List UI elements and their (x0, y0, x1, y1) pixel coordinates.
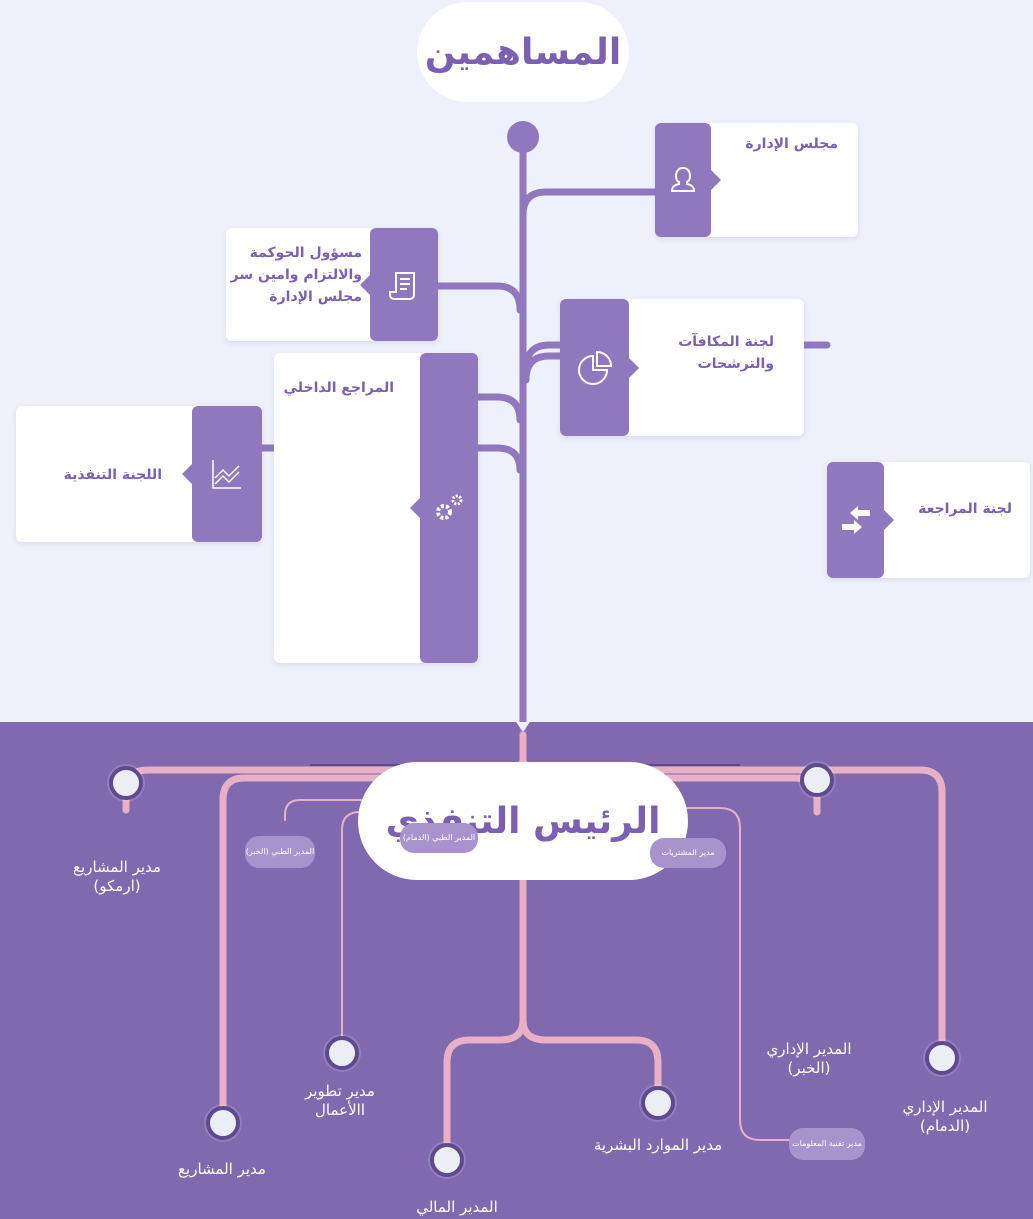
manager-admin-dammam: المدير الإداري (الدمام) (902, 1098, 988, 1135)
board-card[interactable]: مجلس الإدارة (655, 123, 858, 237)
board-label: مجلس الإدارة (745, 136, 838, 152)
manager-admin-khobar: المدير الإداري (الخبر) (766, 1040, 852, 1077)
internal-auditor-card[interactable]: المراجع الداخلي (274, 353, 478, 663)
board-icon-tab (655, 123, 721, 237)
chip-medical-khobar: المدير الطبي (الخبر) (245, 836, 315, 868)
remuneration-card[interactable]: لجنة المكافآت والترشحات (560, 299, 804, 436)
node-hr (641, 1086, 675, 1120)
governance-icon-tab (360, 228, 438, 341)
chip-procurement: مدير المشتريات (650, 838, 726, 868)
exchange-arrows-icon (841, 506, 870, 534)
audit-label: لجنة المراجعة (918, 501, 1012, 517)
internal-auditor-icon-tab (410, 353, 478, 663)
node-finance (430, 1143, 464, 1177)
upper-section (0, 0, 1033, 722)
remuneration-label: لجنة المكافآت والترشحات (678, 334, 774, 372)
manager-business-dev: مدير تطوير االأعمال (305, 1082, 375, 1119)
node-business-dev (325, 1036, 359, 1070)
executive-card[interactable]: اللجنة التنفذية (16, 406, 262, 542)
ceo-pill: الرئيس التنفذي (358, 762, 688, 880)
chip-medical-dammam: المدير الطبي (الدمام) (400, 823, 478, 853)
chip-it: مدير تقنية المعلومات (789, 1128, 865, 1160)
manager-projects: مدير المشاريع (178, 1160, 266, 1178)
node-admin-dammam (925, 1041, 959, 1075)
node-projects-armco (109, 766, 143, 800)
audit-icon-tab (827, 462, 894, 578)
manager-hr: مدير الموارد البشرية (593, 1136, 723, 1154)
gears-icon (436, 494, 463, 520)
line-chart-icon (212, 460, 241, 489)
executive-icon-tab (182, 406, 262, 542)
audit-card[interactable]: لجنة المراجعة (827, 462, 1030, 578)
governance-card[interactable]: مسؤول الحوكمة والالتزام وامين سر مجلس ال… (226, 228, 438, 341)
scroll-icon (389, 271, 415, 300)
pie-chart-icon (577, 350, 612, 385)
node-admin-khobar (800, 763, 834, 797)
manager-projects-armco: مدير المشاريع (ارمكو) (73, 858, 161, 895)
internal-auditor-label: المراجع الداخلي (283, 380, 394, 396)
remuneration-icon-tab (560, 299, 639, 436)
user-icon (670, 166, 696, 192)
executive-label: اللجنة التنفذية (63, 467, 162, 483)
shareholders-title: المساهمين (424, 31, 622, 73)
governance-label: مسؤول الحوكمة والالتزام وامين سر مجلس ال… (230, 245, 362, 305)
node-projects (206, 1106, 240, 1140)
manager-finance: المدير المالي (416, 1198, 498, 1216)
shareholders-pill: المساهمين (417, 2, 629, 102)
